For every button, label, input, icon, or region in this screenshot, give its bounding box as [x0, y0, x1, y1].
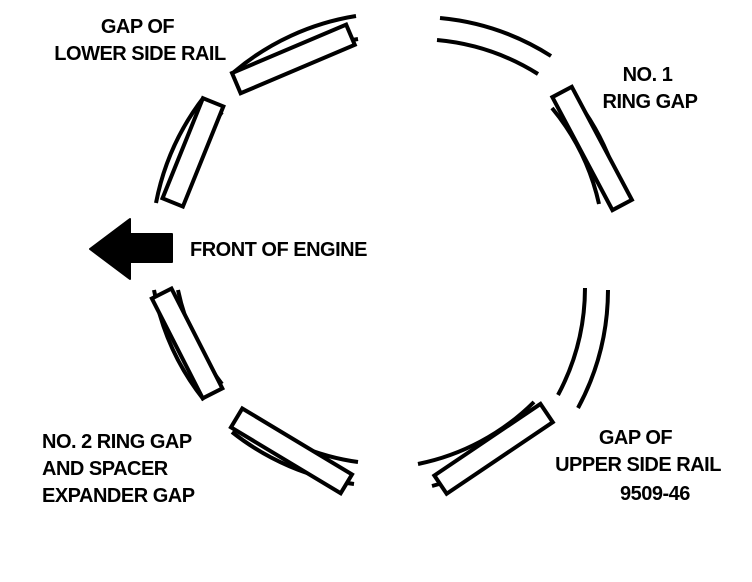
- label-line: NO. 1: [623, 64, 673, 86]
- label-front-of-engine: FRONT OF ENGINE: [190, 239, 367, 261]
- label-no1-ring-gap: NO. 1 RING GAP: [603, 64, 698, 113]
- label-line: RING GAP: [603, 91, 698, 113]
- label-lower-side-rail: GAP OF LOWER SIDE RAIL: [54, 16, 226, 65]
- label-line: GAP OF: [599, 427, 673, 449]
- gap-marker-no2-ring: [228, 405, 355, 496]
- ring-arc-right-lower: [576, 289, 610, 409]
- label-line: EXPANDER GAP: [42, 485, 195, 507]
- gap-marker-left-upper: [159, 95, 226, 210]
- left-arrow-icon: [89, 218, 173, 280]
- ring-arc-left-upper: [154, 95, 206, 204]
- figure-number: 9509-46: [620, 483, 690, 505]
- label-line: AND SPACER: [42, 458, 169, 480]
- label-line: UPPER SIDE RAIL: [555, 454, 721, 476]
- gap-marker-lower-side-rail: [229, 21, 358, 96]
- label-no2-ring-gap: NO. 2 RING GAP AND SPACER EXPANDER GAP: [42, 431, 196, 507]
- ring-arc-top-left: [232, 14, 357, 74]
- ring-arc-top-right: [439, 16, 553, 58]
- gap-marker-upper-side-rail: [431, 401, 556, 497]
- label-upper-side-rail: GAP OF UPPER SIDE RAIL: [555, 427, 721, 476]
- label-line: NO. 2 RING GAP: [42, 431, 192, 453]
- gap-marker-no1-ring: [549, 84, 635, 213]
- label-line: LOWER SIDE RAIL: [54, 43, 226, 65]
- gap-markers: [149, 21, 635, 497]
- gap-marker-left-lower: [149, 285, 226, 402]
- label-line: GAP OF: [101, 16, 175, 38]
